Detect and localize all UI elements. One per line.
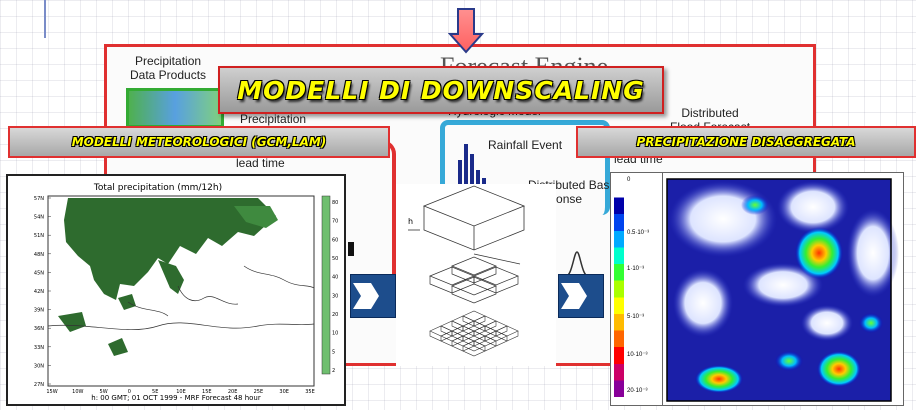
label-meteorological-models: MODELLI METEOROLOGICI (GCM,LAM)	[8, 126, 390, 158]
main-title: MODELLI DI DOWNSCALING	[237, 75, 645, 105]
map-colorbar-tick: 40	[332, 275, 338, 281]
cell	[462, 310, 486, 322]
cell-side	[451, 286, 497, 304]
map-lon-tick: 35E	[305, 389, 315, 395]
map-lon-tick: 10W	[72, 389, 83, 395]
map-lat-tick: 30N	[34, 363, 44, 369]
map-lon-tick: 5E	[152, 389, 158, 395]
map-lon-tick: 5W	[100, 389, 108, 395]
decor-line	[44, 0, 46, 38]
map-lat-tick: 39N	[34, 308, 44, 314]
precipitation-field	[666, 178, 899, 402]
legend-tick: 20·10⁻³	[627, 388, 648, 394]
map-lon-tick: 15E	[202, 389, 212, 395]
rainfall-event-label: Rainfall Event	[488, 138, 563, 152]
map-lon-tick: 10E	[176, 389, 186, 395]
map-colorbar-tick: 30	[332, 293, 338, 299]
map-lat-tick: 48N	[34, 252, 44, 258]
map-lat-tick: 33N	[34, 345, 44, 351]
chevron-right-icon	[350, 274, 396, 318]
cell-side	[462, 346, 486, 357]
map-lon-tick: 15W	[46, 389, 57, 395]
map-lat-tick: 27N	[34, 382, 44, 388]
map-footer: h: 00 GMT; 01 OCT 1999 - MRF Forecast 48…	[91, 394, 261, 402]
cascade-diagram: h	[408, 185, 526, 357]
legend-tick: 1·10⁻³	[627, 266, 645, 272]
map-colorbar-tick: 2	[332, 368, 335, 374]
map-colorbar-tick: 70	[332, 219, 338, 225]
map-lat-tick: 51N	[34, 233, 44, 239]
legend-tick: 0	[627, 177, 631, 183]
map-lat-tick: 45N	[34, 270, 44, 276]
map-lon-tick: 20E	[228, 389, 238, 395]
map-colorbar-tick: 60	[332, 237, 338, 243]
downscaling-diagram: h	[396, 184, 556, 366]
intensity-legend: 0 0.5·10⁻³ 1·10⁻³ 5·10⁻³ 10·10⁻³ 20·10⁻³	[610, 172, 664, 406]
legend-tick: 10·10⁻³	[627, 352, 648, 358]
legend-tick: 5·10⁻³	[627, 314, 645, 320]
map-lon-tick: 25E	[254, 389, 264, 395]
chevron-right-icon	[558, 274, 604, 318]
legend-colorbar	[614, 181, 624, 397]
map-lon-tick: 0	[128, 389, 131, 395]
main-title-banner: MODELLI DI DOWNSCALING	[218, 66, 664, 114]
map-colorbar	[321, 195, 331, 375]
lead-time-label-1: lead time	[236, 156, 285, 170]
legend-tick: 0.5·10⁻³	[627, 230, 650, 236]
label-disaggregated-precipitation: PRECIPITAZIONE DISAGGREGATA	[576, 126, 916, 158]
map-colorbar-tick: 50	[332, 256, 338, 262]
label-disaggregated-precipitation-text: PRECIPITAZIONE DISAGGREGATA	[636, 135, 856, 149]
map-colorbar-tick: 20	[332, 312, 338, 318]
map-lat-tick: 57N	[34, 196, 44, 202]
label-meteorological-models-text: MODELLI METEOROLOGICI (GCM,LAM)	[71, 135, 327, 149]
map-lat-tick: 36N	[34, 326, 44, 332]
weather-map-panel: Total precipitation (mm/12h) 57N 54N 51N 48…	[6, 174, 346, 406]
map-colorbar-tick: 80	[332, 200, 338, 206]
map-title: Total precipitation (mm/12h)	[93, 183, 222, 193]
diagram-label: h	[408, 217, 413, 226]
rainfall-histogram	[456, 140, 486, 184]
hydrograph-icon	[565, 250, 589, 277]
map-lat-tick: 42N	[34, 289, 44, 295]
map-colorbar-tick: 5	[332, 349, 335, 355]
precip-products-thumb	[126, 88, 224, 128]
hydrologic-box	[440, 120, 610, 215]
map-lat-tick: 54N	[34, 215, 44, 221]
cell	[451, 256, 497, 276]
map-lon-tick: 30E	[279, 389, 289, 395]
down-arrow-icon	[447, 8, 485, 54]
precip-products-label: Precipitation Data Products	[130, 54, 207, 82]
precipitation-field-panel	[662, 172, 904, 406]
weather-map: Total precipitation (mm/12h) 57N 54N 51N 48…	[34, 183, 338, 402]
map-colorbar-tick: 10	[332, 331, 338, 337]
